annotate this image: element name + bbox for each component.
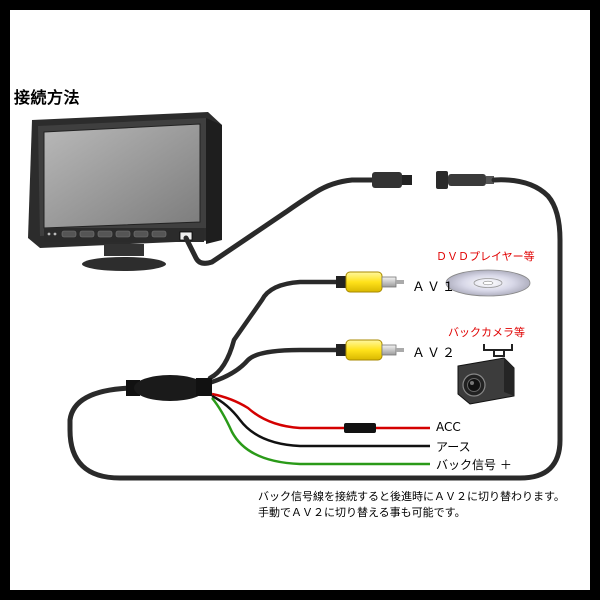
earth-label: アース [436,440,471,454]
diagram-frame [10,10,590,590]
note-line-2: 手動でＡＶ２に切り替える事も可能です。 [258,506,466,519]
junction-box-icon [126,375,212,401]
rca-plug-av1-icon [336,271,404,293]
av1-label: ＡＶ１ [412,280,458,295]
note-line-1: バック信号線を接続すると後進時にＡＶ２に切り替わります。 [258,490,565,503]
monitor-icon [28,112,222,271]
rca-plug-av2-icon [336,339,404,361]
back-signal-label: バック信号 ＋ [436,458,512,472]
back-camera-icon [457,344,515,405]
fuse-icon [344,423,376,433]
av2-label: ＡＶ２ [412,346,458,361]
dvd-disc-icon [445,269,531,297]
dvd-label: ＤＶＤプレイヤー等 [436,250,535,263]
back-camera-label: バックカメラ等 [448,326,525,339]
monitor-connector-icon [372,171,494,189]
page-title: 接続方法 [14,88,81,107]
acc-label: ACC [436,420,461,434]
